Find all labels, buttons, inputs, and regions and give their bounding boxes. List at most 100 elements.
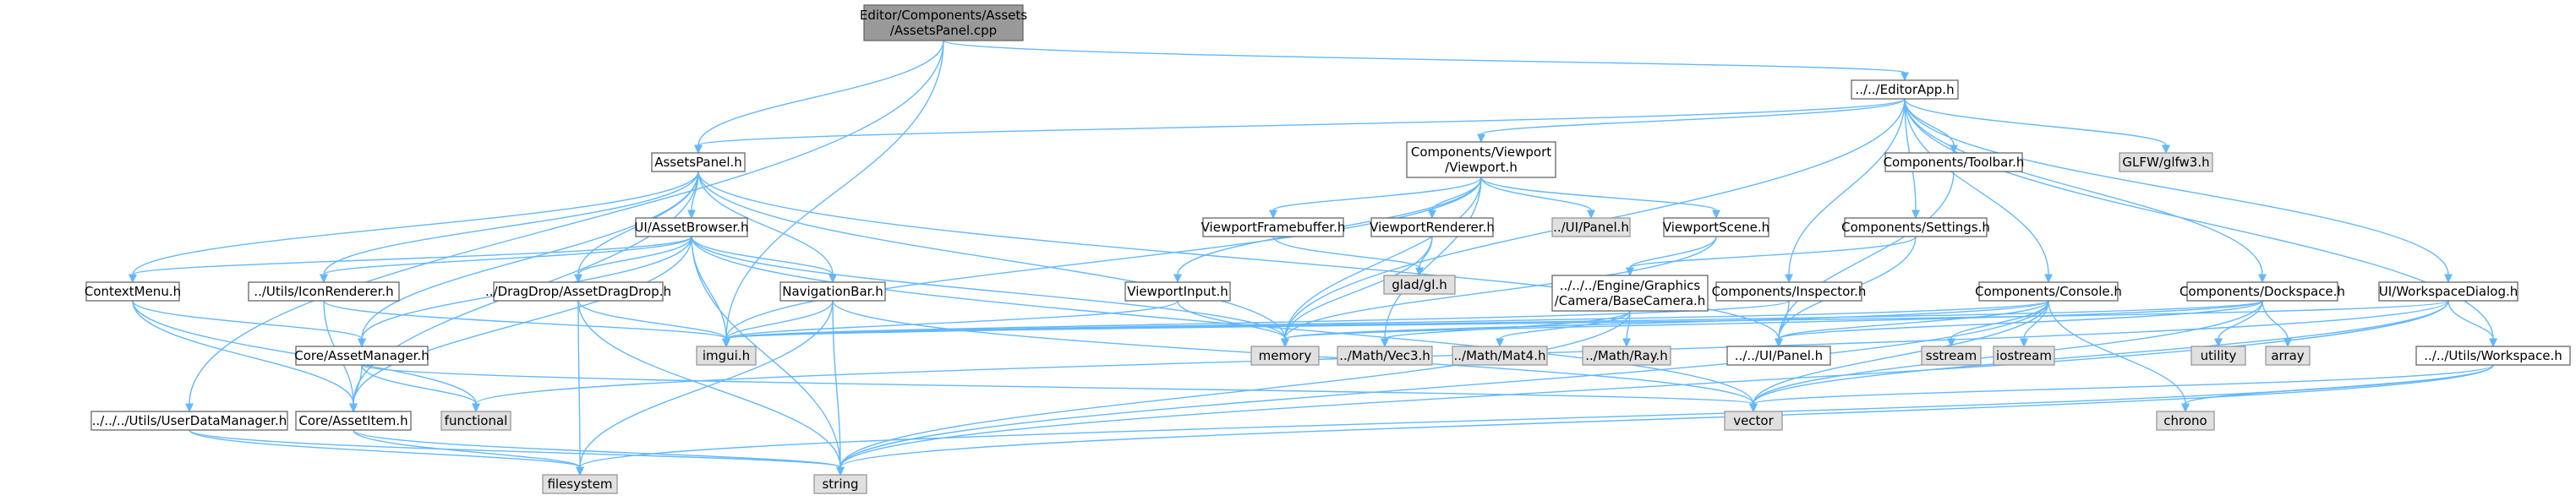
- edge-editorapp-to-inspector: [1785, 98, 1906, 284]
- node-string[interactable]: string: [813, 474, 867, 494]
- edge-assetbrowser-to-assetitem: [349, 236, 692, 413]
- edge-workspace-to-string: [836, 364, 2494, 476]
- edge-assetbrowser-to-contextmenu: [129, 236, 692, 284]
- node-console[interactable]: Components/Console.h: [1975, 281, 2122, 302]
- node-label: ../../Utils/Workspace.h: [2424, 348, 2562, 363]
- node-label: ../../../Engine/Graphics: [1560, 278, 1701, 293]
- node-basecamera[interactable]: ../../../Engine/Graphics/Camera/BaseCame…: [1551, 275, 1709, 312]
- node-assetmgr[interactable]: Core/AssetManager.h: [294, 346, 429, 366]
- node-assetbrowser[interactable]: UI/AssetBrowser.h: [634, 217, 749, 237]
- edge-vpinput-to-imgui: [722, 300, 1179, 348]
- edge-viewport-to-uipanel_ext: [1480, 177, 1595, 220]
- edge-assetmgr-to-functional: [361, 364, 480, 413]
- edge-root-to-editorapp: [943, 40, 1909, 82]
- node-glfw[interactable]: GLFW/glfw3.h: [2119, 152, 2213, 172]
- edge-iconrenderer-to-imgui: [323, 300, 730, 348]
- edge-editorapp-to-assetspanel: [694, 98, 1906, 155]
- node-mat4[interactable]: ../Math/Mat4.h: [1452, 346, 1548, 366]
- node-uipanel[interactable]: ../../UI/Panel.h: [1726, 346, 1831, 366]
- edge-vpframebuf-to-gladgl: [1272, 236, 1424, 277]
- node-label: Components/Settings.h: [1841, 220, 1990, 235]
- node-label: vector: [1733, 413, 1774, 428]
- node-label: UI/WorkspaceDialog.h: [2379, 284, 2519, 299]
- node-label: Core/AssetItem.h: [298, 413, 407, 428]
- node-label: memory: [1259, 348, 1312, 363]
- node-array[interactable]: array: [2265, 346, 2311, 366]
- node-workspace[interactable]: ../../Utils/Workspace.h: [2415, 346, 2571, 366]
- node-dockspace[interactable]: Components/Dockspace.h: [2179, 281, 2345, 302]
- node-iconrenderer[interactable]: ../Utils/IconRenderer.h: [248, 281, 400, 302]
- edge-viewport-to-vpframebuf: [1269, 177, 1482, 220]
- edge-viewport-to-imgui: [722, 177, 1482, 348]
- node-label: /Camera/BaseCamera.h: [1555, 293, 1706, 308]
- node-label: Core/AssetManager.h: [294, 348, 429, 363]
- edge-userdata-to-string: [189, 429, 845, 476]
- edge-editorapp-to-viewport: [1477, 98, 1906, 144]
- node-utility[interactable]: utility: [2190, 346, 2246, 366]
- node-assetspanel[interactable]: AssetsPanel.h: [651, 152, 746, 172]
- edge-settings-to-basecamera: [1626, 236, 1917, 277]
- node-vpframebuf[interactable]: ViewportFramebuffer.h: [1201, 217, 1346, 237]
- node-ray[interactable]: ../Math/Ray.h: [1582, 346, 1671, 366]
- node-label: ../Math/Mat4.h: [1454, 348, 1546, 363]
- node-label: /AssetsPanel.cpp: [890, 23, 997, 38]
- node-imgui[interactable]: imgui.h: [696, 346, 757, 366]
- edge-dockspace-to-uipanel: [1775, 300, 2263, 348]
- graph-edges: [129, 40, 2497, 476]
- edge-dragdrop-to-imgui: [577, 300, 730, 348]
- node-editorapp[interactable]: ../../EditorApp.h: [1851, 79, 1959, 100]
- node-contextmenu[interactable]: ContextMenu.h: [85, 281, 181, 302]
- node-label: filesystem: [547, 476, 612, 492]
- node-sstream[interactable]: sstream: [1921, 346, 1982, 366]
- edge-basecamera-to-string: [836, 310, 1631, 476]
- node-viewport[interactable]: Components/Viewport/Viewport.h: [1406, 141, 1556, 178]
- edge-contextmenu-to-assetmgr: [132, 300, 366, 348]
- node-label: Components/Inspector.h: [1712, 284, 1867, 299]
- node-vprenderer[interactable]: ViewportRenderer.h: [1370, 217, 1495, 237]
- node-label: string: [822, 476, 858, 492]
- node-label: ../Math/Ray.h: [1585, 348, 1667, 363]
- node-vpscene[interactable]: ViewportScene.h: [1663, 217, 1769, 237]
- node-label: iostream: [1996, 348, 2052, 363]
- node-chrono[interactable]: chrono: [2156, 411, 2215, 431]
- node-label: AssetsPanel.h: [654, 155, 742, 170]
- node-label: Components/Console.h: [1975, 284, 2122, 299]
- node-filesystem[interactable]: filesystem: [542, 474, 618, 494]
- node-label: glad/gl.h: [1392, 277, 1447, 292]
- edge-assetbrowser-to-imgui: [691, 236, 730, 348]
- edge-editorapp-to-wsdialog: [1904, 98, 2453, 284]
- edge-assetbrowser-to-navbar: [691, 236, 837, 284]
- node-uipanel_ext[interactable]: ../UI/Panel.h: [1551, 217, 1631, 237]
- node-memory[interactable]: memory: [1250, 346, 1320, 366]
- edge-userdata-to-filesystem: [189, 429, 584, 476]
- node-vpinput[interactable]: ViewportInput.h: [1124, 281, 1231, 302]
- node-functional[interactable]: functional: [440, 411, 511, 431]
- node-wsdialog[interactable]: UI/WorkspaceDialog.h: [2378, 281, 2519, 302]
- node-vec3[interactable]: ../Math/Vec3.h: [1337, 346, 1433, 366]
- edge-workspace-to-vector: [1749, 364, 2494, 413]
- node-toolbar[interactable]: Components/Toolbar.h: [1884, 152, 2025, 172]
- node-dragdrop[interactable]: ../DragDrop/AssetDragDrop.h: [485, 281, 671, 302]
- node-label: ViewportScene.h: [1663, 220, 1769, 235]
- node-label: NavigationBar.h: [782, 284, 883, 299]
- node-iostream[interactable]: iostream: [1993, 346, 2055, 366]
- node-userdata[interactable]: ../../../Utils/UserDataManager.h: [90, 411, 288, 431]
- node-label: Components/Viewport: [1411, 144, 1551, 160]
- node-inspector[interactable]: Components/Inspector.h: [1712, 281, 1867, 302]
- node-label: ContextMenu.h: [85, 284, 181, 299]
- node-root[interactable]: Editor/Components/Assets/AssetsPanel.cpp: [860, 4, 1027, 41]
- node-label: utility: [2201, 348, 2237, 363]
- node-gladgl[interactable]: glad/gl.h: [1383, 275, 1456, 295]
- edge-assetbrowser-to-iconrenderer: [320, 236, 692, 284]
- node-label: array: [2271, 348, 2304, 363]
- node-navbar[interactable]: NavigationBar.h: [779, 281, 886, 302]
- edge-basecamera-to-vec3: [1381, 310, 1631, 348]
- node-assetitem[interactable]: Core/AssetItem.h: [295, 411, 412, 431]
- node-settings[interactable]: Components/Settings.h: [1841, 217, 1990, 237]
- node-label: ViewportFramebuffer.h: [1201, 220, 1346, 235]
- node-label: ../Utils/IconRenderer.h: [254, 284, 393, 299]
- node-label: ../Math/Vec3.h: [1339, 348, 1430, 363]
- graph-nodes: Editor/Components/Assets/AssetsPanel.cpp…: [85, 4, 2571, 494]
- node-vector[interactable]: vector: [1724, 411, 1783, 431]
